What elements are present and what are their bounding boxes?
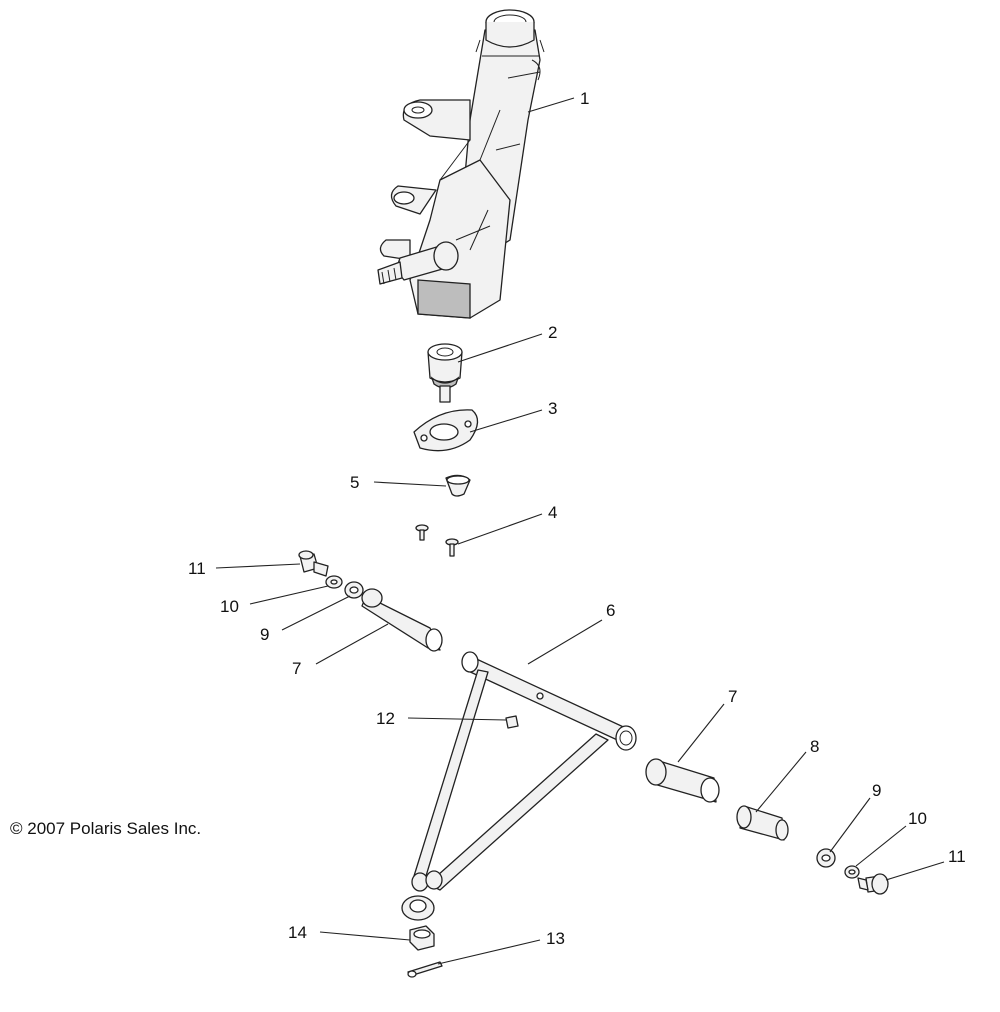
callout-labels: 1 2 3 5 4 11 10 9 7 6 12 7 8 9 10 11 14 … <box>188 89 966 948</box>
ball-joint <box>427 343 463 403</box>
callout-2: 2 <box>548 323 557 342</box>
callout-7-left: 7 <box>292 659 301 678</box>
steering-knuckle <box>377 9 545 319</box>
callout-12: 12 <box>376 709 395 728</box>
callout-9-left: 9 <box>260 625 269 644</box>
screws <box>415 524 459 557</box>
dust-cap <box>445 474 471 497</box>
callout-14: 14 <box>288 923 307 942</box>
callout-10-left: 10 <box>220 597 239 616</box>
callout-6: 6 <box>606 601 615 620</box>
callout-11-right: 11 <box>948 847 966 866</box>
callout-8: 8 <box>810 737 819 756</box>
callout-1: 1 <box>580 89 589 108</box>
cotter-pin <box>407 961 443 978</box>
callout-10-right: 10 <box>908 809 927 828</box>
grease-fitting <box>505 715 519 729</box>
callout-11-left: 11 <box>188 559 206 578</box>
leader-lines <box>215 97 945 965</box>
callout-4: 4 <box>548 503 557 522</box>
left-hardware <box>298 550 443 652</box>
callout-13: 13 <box>546 929 565 948</box>
callout-3: 3 <box>548 399 557 418</box>
callout-7-right: 7 <box>728 687 737 706</box>
callout-5: 5 <box>350 473 359 492</box>
castle-nut <box>409 925 435 951</box>
a-arm <box>401 651 637 921</box>
copyright-notice: © 2007 Polaris Sales Inc. <box>10 819 202 838</box>
right-hardware <box>645 758 889 895</box>
retainer-plate <box>413 409 479 452</box>
callout-9-right: 9 <box>872 781 881 800</box>
